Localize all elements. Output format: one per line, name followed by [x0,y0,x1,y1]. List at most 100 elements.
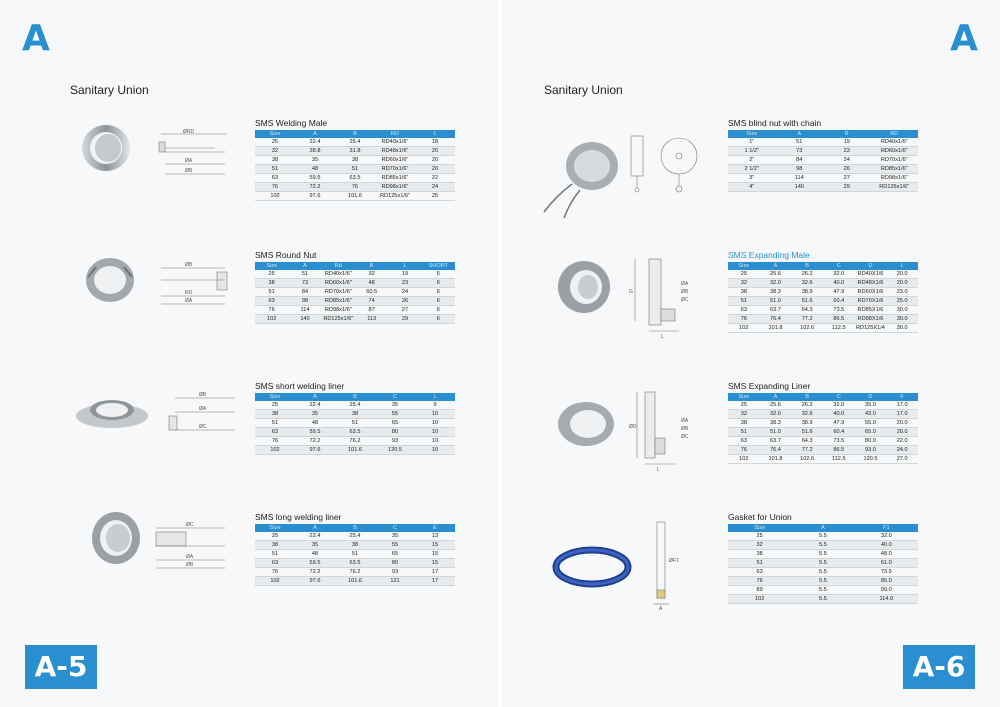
dim-label-c: ØC [681,434,689,440]
table-cell: 32.0 [822,401,855,410]
table-cell: 25.6 [759,401,792,410]
dim-label-a: ØA [186,554,194,560]
product-title: SMS Welding Male [255,118,328,128]
long-welding-liner-drawing: ØC ØA ØB [155,522,225,569]
column-header: B [354,262,389,270]
table-cell: 1 1/2" [728,146,776,156]
table-cell: 38 [255,155,295,165]
table-cell: 97.6 [295,191,335,201]
table-cell: 25.0 [886,296,918,306]
table-cell: 38 [255,540,295,550]
dim-label-a: ØA [185,298,193,304]
table-cell: 32.0 [822,270,855,279]
table-cell: 48 [295,549,335,559]
dim-label-c: ØC [199,424,207,430]
page-number: A-6 [903,645,975,689]
table-cell: 20.0 [886,418,918,428]
table-cell: 20 [415,164,455,174]
table-cell: 9 [415,401,455,410]
table-cell: 72.2 [295,567,335,577]
table-cell: RD60x1/6" [375,155,415,165]
table-cell: 63 [255,558,295,568]
table-cell: 63.5 [335,427,375,437]
table-cell: 120.5 [375,445,415,455]
table-cell: 38 [255,409,295,419]
table-cell: 10 [415,409,455,419]
table-cell: RD40x1/6" [375,138,415,147]
table-cell: 17.0 [886,401,918,410]
table-cell: 5.5 [791,594,855,604]
column-header: B [335,393,375,401]
dim-label-a: ØA [199,406,207,412]
table-cell: 32.0 [759,278,792,288]
column-header: B [335,130,375,138]
table-cell: 5.5 [791,567,855,577]
dim-label-a: ØA [681,418,689,424]
column-header: Size [255,524,295,532]
table-cell: 5.5 [791,549,855,559]
table-cell: 99.0 [854,585,918,595]
column-header: RD [375,130,415,138]
table-cell: 38.3 [759,418,792,428]
page-number: A-5 [25,645,97,689]
column-header: A [295,130,335,138]
table-cell: 10 [415,436,455,446]
table-cell: RD70x1/6" [321,287,355,297]
table-cell: 74 [354,296,389,306]
product-title: SMS Expanding Male [728,250,810,260]
table-cell: 76 [255,567,295,577]
table-cell: 101.6 [335,191,375,201]
table-cell: 43.0 [854,409,887,419]
section-letter: A [22,18,50,59]
table-cell: 48 [295,418,335,428]
table-cell: 15 [415,540,455,550]
column-header: Size [728,393,760,401]
table-cell: 51 [728,296,760,306]
table-cell: 25.4 [335,401,375,410]
table-cell: 23 [388,278,422,288]
column-header: A [759,262,792,270]
table-cell: 60.4 [822,427,855,437]
table-cell: 102 [255,314,289,324]
dim-label-d: ØD [629,424,637,430]
table-cell: 23 [823,146,871,156]
column-header: B [823,130,871,138]
table-cell: 6 [421,314,455,324]
column-header: A [288,262,322,270]
dim-label-b: ØB [186,562,194,568]
table-cell: 101.8 [759,323,792,333]
table-cell: RD70x1/6" [870,155,918,165]
column-header: L [388,262,422,270]
table-cell: 22.4 [295,532,335,541]
table-cell: 35 [295,540,335,550]
section-letter: A [950,18,978,59]
table-cell: 102 [728,594,792,604]
table-cell: 32 [354,270,389,279]
table-cell: 63.5 [335,173,375,183]
table-cell: 22 [415,173,455,183]
table-cell: 61.0 [854,558,918,568]
column-header: B [791,393,823,401]
table-cell: 72.2 [295,182,335,192]
column-header: Size [255,393,295,401]
table-cell: 63 [728,567,792,577]
table-cell: 6 [421,305,455,315]
